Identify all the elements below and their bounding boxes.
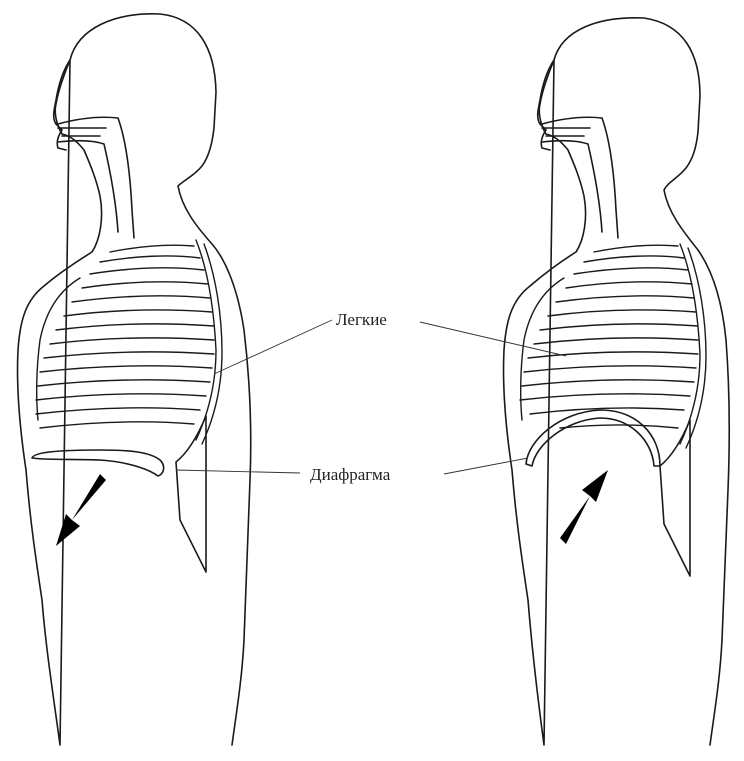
left-diaphragm <box>32 450 164 476</box>
right-figure <box>503 18 729 745</box>
lungs-leader-left <box>214 320 332 374</box>
right-arrow-up-icon <box>560 470 608 544</box>
lungs-leader-right <box>420 322 566 356</box>
left-figure <box>17 14 250 745</box>
right-diaphragm <box>526 410 660 466</box>
leader-lines <box>176 320 566 474</box>
right-body-outline <box>503 18 729 745</box>
right-lower-organ <box>660 420 690 576</box>
left-lower-organ <box>176 416 206 572</box>
diaphragm-leader-left <box>176 470 300 473</box>
diaphragm-leader-right <box>444 458 528 474</box>
diaphragm-label: Диафрагма <box>310 465 391 484</box>
right-ribcage <box>520 244 706 448</box>
lungs-label: Легкие <box>336 310 387 329</box>
